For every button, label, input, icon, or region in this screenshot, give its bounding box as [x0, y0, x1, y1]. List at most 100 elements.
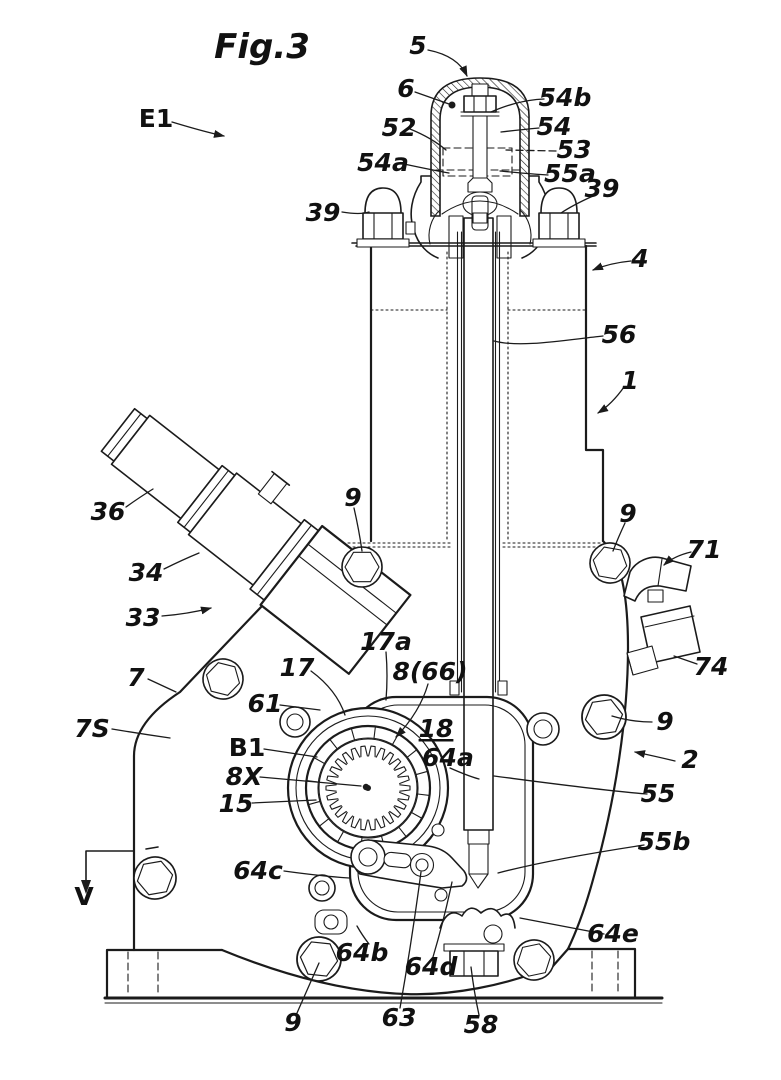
- ref-label-61: 61: [248, 689, 283, 718]
- ref-label-54a: 54a: [357, 148, 409, 177]
- leader-54a: [403, 163, 450, 174]
- leader-33: [161, 606, 212, 617]
- ref-label-2: 2: [681, 745, 698, 774]
- arm-slot: [383, 851, 412, 869]
- ref-label-9: 9: [284, 1008, 301, 1037]
- leader-7: [147, 678, 177, 693]
- leader-36: [125, 488, 154, 508]
- leader-54b: [490, 98, 545, 113]
- cover-hole: [431, 823, 445, 837]
- leader-55: [493, 775, 648, 795]
- leader-64b: [356, 925, 370, 945]
- leader-64e: [519, 917, 605, 935]
- ref-label-34: 34: [129, 558, 164, 587]
- leader-64a: [449, 767, 480, 780]
- ref-label-71: 71: [687, 535, 722, 564]
- leader-9-bottom: [296, 962, 320, 1014]
- ref-label-74: 74: [694, 652, 729, 681]
- leader-71: [663, 551, 692, 566]
- leader-E1: [171, 121, 225, 138]
- ref-label-7S: 7S: [74, 714, 109, 743]
- leader-55a: [499, 170, 549, 176]
- intake-pipe-assembly: [100, 407, 412, 675]
- leader-55b: [497, 844, 645, 874]
- ref-label-V: V: [74, 882, 94, 911]
- bolt-9-top-left: [341, 546, 383, 588]
- ref-label-5: 5: [409, 31, 426, 60]
- ref-label-9: 9: [619, 499, 636, 528]
- bolt-9-upper-left: [197, 653, 249, 705]
- leader-B1: [263, 748, 318, 758]
- leader-39-left: [341, 211, 370, 215]
- leader-52: [409, 128, 447, 151]
- leader-34: [163, 552, 200, 570]
- ref-label-55b: 55b: [638, 827, 691, 856]
- leader-5: [427, 49, 468, 77]
- ref-label-Fig3: Fig.3: [214, 27, 310, 67]
- ref-label-63: 63: [382, 1003, 417, 1032]
- section-view-marker: [81, 846, 159, 894]
- rotor-disc: [318, 738, 418, 838]
- leader-58: [470, 966, 480, 1016]
- ref-label-9: 9: [344, 483, 361, 512]
- ref-label-56: 56: [602, 320, 637, 349]
- ref-label-18: 18: [419, 714, 454, 743]
- ref-label-7: 7: [127, 663, 145, 692]
- ref-label-15: 15: [219, 789, 254, 818]
- ref-label-36: 36: [91, 497, 126, 526]
- plug-39-left: [356, 187, 410, 248]
- plug-39-right: [532, 187, 586, 248]
- ref-label-4: 4: [630, 244, 648, 273]
- cap-shell: [430, 77, 530, 217]
- plug-58: [449, 950, 499, 977]
- ref-label-64a: 64a: [422, 743, 474, 772]
- ref-label-55a: 55a: [544, 159, 596, 188]
- ref-label-E1: E1: [139, 104, 173, 133]
- bolt-9-bottom-right: [509, 935, 559, 985]
- leader-1: [597, 386, 625, 414]
- ref-label-64e: 64e: [587, 919, 639, 948]
- ref-label-64c: 64c: [233, 856, 283, 885]
- leader-9-top-right: [612, 522, 626, 552]
- drain-plug-area: [314, 907, 516, 977]
- leader-9-top-left: [353, 507, 363, 552]
- fitting-71: [623, 556, 692, 602]
- bearing-inner: [317, 737, 419, 839]
- ref-label-9: 9: [656, 707, 673, 736]
- leader-9-right: [611, 715, 653, 723]
- leader-64d: [432, 881, 453, 958]
- leader-8-66: [395, 683, 429, 738]
- leader-lines: [111, 49, 698, 1016]
- ref-label-55: 55: [641, 779, 676, 808]
- leader-8X: [259, 776, 362, 787]
- ref-label-39: 39: [306, 198, 341, 227]
- ref-label-8X: 8X: [226, 762, 264, 791]
- ref-label-39: 39: [585, 174, 620, 203]
- leader-56: [493, 335, 604, 345]
- ref-label-64d: 64d: [405, 952, 459, 981]
- leader-53: [505, 149, 557, 152]
- ref-label-53: 53: [557, 135, 592, 164]
- leader-63: [399, 871, 422, 1009]
- ref-label-B1: B1: [229, 733, 265, 762]
- ref-label-866: 8(66): [392, 657, 467, 686]
- side-fittings: [623, 556, 701, 676]
- leader-61: [279, 704, 321, 711]
- leader-4: [592, 260, 632, 271]
- tensioner-arm: [350, 839, 468, 889]
- leader-6: [414, 91, 450, 105]
- ref-label-17a: 17a: [360, 627, 412, 656]
- cover-hole: [434, 888, 448, 902]
- engine-body: [103, 244, 664, 1004]
- leader-2: [634, 750, 676, 762]
- leader-7S: [111, 728, 171, 739]
- ref-label-33: 33: [126, 603, 161, 632]
- leader-17: [310, 670, 346, 716]
- ref-label-54: 54: [537, 112, 572, 141]
- leader-74: [673, 655, 698, 665]
- ref-label-52: 52: [382, 113, 417, 142]
- ref-label-64b: 64b: [336, 938, 389, 967]
